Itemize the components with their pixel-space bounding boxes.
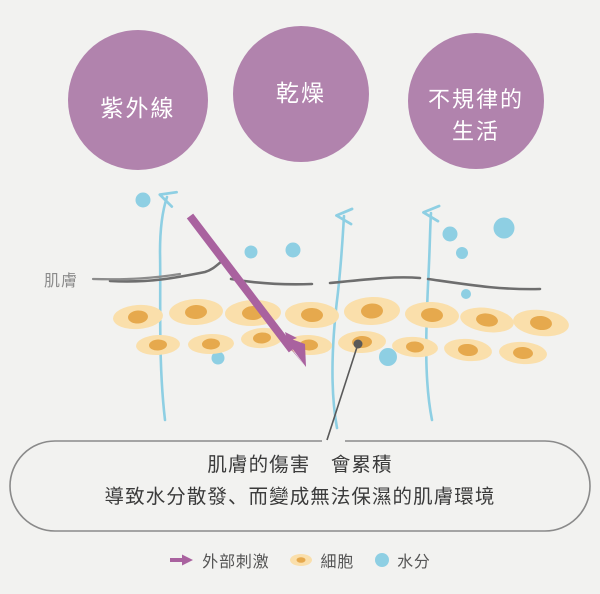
water-dot-icon	[374, 552, 390, 568]
moisture-arrow-middle	[331, 207, 354, 430]
cell	[285, 301, 339, 329]
water-dot	[493, 217, 515, 239]
cell	[499, 341, 547, 365]
legend-label-moisture: 水分	[397, 554, 431, 571]
cell	[344, 296, 400, 326]
legend-item-moisture: 水分	[374, 548, 431, 572]
cell	[188, 333, 234, 355]
skin-label-leader	[91, 272, 182, 281]
factor-circle-uv[interactable]	[68, 30, 208, 170]
cell-nucleus	[476, 313, 498, 327]
stimulus-arrow-shaft	[186, 213, 296, 353]
skin-line-segment	[426, 277, 542, 291]
water-dot	[211, 351, 225, 365]
cell-nucleus	[301, 307, 323, 323]
factor-circle-dryness[interactable]	[233, 26, 369, 162]
cell-nucleus	[202, 338, 220, 350]
water-dot	[244, 245, 258, 259]
cell	[136, 334, 180, 356]
callout-line-2: 導致水分散發、而變成無法保濕的肌膚環境	[104, 485, 496, 508]
legend-item-external-stimulus: 外部刺激	[169, 548, 269, 572]
water-dots	[135, 192, 515, 366]
moisture-arrow-left	[158, 190, 178, 422]
cell	[513, 309, 569, 337]
callout-line-1: 肌膚的傷害 會累積	[207, 454, 393, 476]
legend-label-cell: 細胞	[320, 554, 355, 571]
callout-leader	[326, 339, 363, 441]
callout-leader-line	[326, 343, 359, 441]
cell-nucleus	[530, 315, 552, 331]
cell	[113, 304, 163, 330]
cell	[460, 307, 514, 333]
skin-line-segment	[328, 276, 422, 285]
cell	[405, 301, 459, 329]
water-dot	[135, 192, 151, 208]
cell	[169, 298, 223, 326]
callout-anchor-dot	[353, 339, 363, 349]
water-dot	[379, 348, 397, 366]
cell-nucleus	[128, 310, 148, 324]
water-dot	[461, 289, 471, 299]
factor-circles	[68, 26, 544, 170]
moisture-escape-arrows	[158, 190, 441, 430]
legend-label-external-stimulus: 外部刺激	[202, 554, 270, 571]
cell-nucleus	[421, 307, 443, 323]
cell-nucleus	[458, 343, 478, 357]
cell-nucleus	[253, 332, 271, 344]
cell	[444, 338, 492, 362]
water-dot	[442, 226, 458, 242]
cell-nucleus	[406, 341, 424, 353]
cell-nucleus	[361, 303, 383, 319]
cell-nucleus	[513, 346, 533, 360]
stimulus-arrow-head-fill	[283, 336, 306, 367]
moisture-arrow-right	[422, 204, 441, 422]
factor-circle-lifestyle[interactable]	[408, 33, 544, 169]
cell	[392, 336, 438, 358]
legend: 外部刺激 細胞 水分	[0, 548, 600, 572]
arrow-icon	[169, 553, 195, 567]
cell	[241, 327, 283, 349]
external-stimulus-arrow	[186, 213, 306, 367]
legend-item-cell: 細胞	[289, 548, 354, 572]
callout-box-outline	[9, 440, 591, 532]
cell-nucleus	[149, 339, 167, 351]
cells-row-upper	[113, 296, 569, 337]
water-dot	[456, 247, 468, 259]
cell-nucleus	[185, 304, 207, 320]
callout-text: 肌膚的傷害 會累積 導致水分散發、而變成無法保濕的肌膚環境	[14, 450, 586, 513]
skin-line-segment	[108, 259, 224, 283]
cells-row-lower	[136, 327, 547, 365]
callout-box	[9, 440, 591, 532]
cell-icon	[289, 553, 313, 567]
skin-label: 肌膚	[44, 273, 78, 290]
water-dot	[285, 242, 301, 258]
